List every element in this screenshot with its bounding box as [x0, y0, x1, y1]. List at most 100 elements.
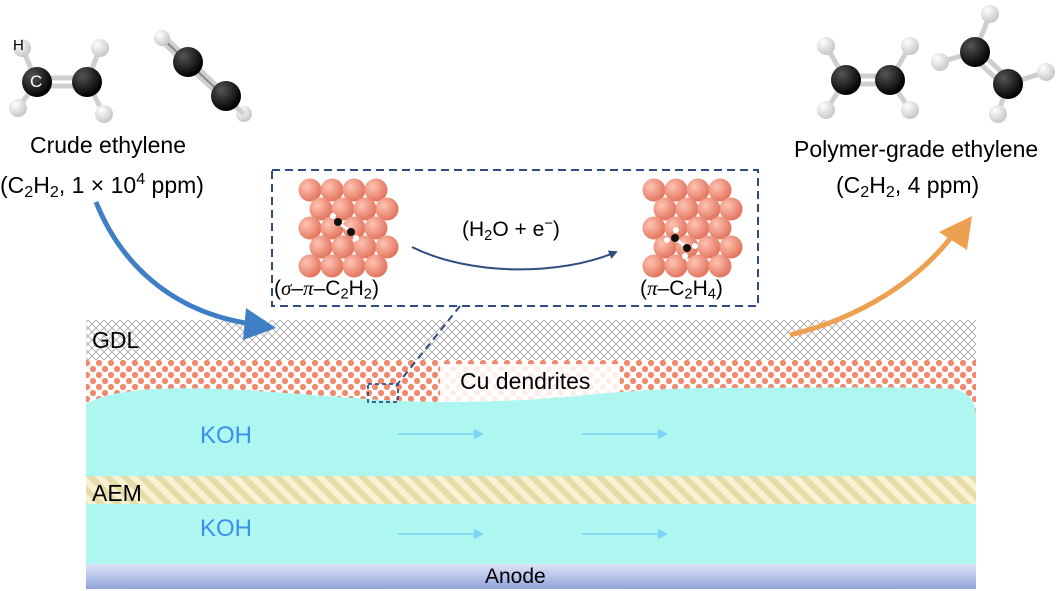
cu-dendrites-label: Cu dendrites [460, 368, 591, 394]
source-title: Crude ethylene [30, 132, 186, 158]
cu-atom [320, 178, 344, 202]
inset-right-label: (π–C2H4) [640, 276, 723, 303]
cu-atom [719, 197, 743, 221]
cu-atom [686, 254, 710, 278]
aem-layer [86, 476, 976, 504]
left-sub1: 2 [340, 286, 349, 303]
cu-atom [686, 178, 710, 202]
cu-atom [642, 254, 666, 278]
source-conc-unit: ppm) [145, 171, 204, 198]
reaction-sup: − [544, 216, 553, 232]
cu-atom [708, 216, 732, 240]
ethylene-molecule-product-1 [817, 37, 919, 119]
inlet-arrow [93, 201, 276, 340]
reaction-close: ) [552, 218, 560, 242]
left-h: H [348, 277, 364, 300]
adsorbed-c2h2 [330, 213, 359, 241]
cu-atom [664, 254, 688, 278]
cu-atom [708, 178, 732, 202]
cu-atom [664, 178, 688, 202]
anode-layer [86, 564, 976, 589]
zoom-line [395, 305, 461, 387]
gdl-label: GDL [92, 327, 140, 353]
left-dash: – [291, 277, 304, 300]
right-close: ) [715, 277, 723, 300]
right-h: H [692, 277, 708, 300]
cu-atom [342, 254, 366, 278]
right-pi: π [647, 276, 658, 300]
source-conc-sub1: 2 [24, 182, 34, 201]
reaction-sub: 2 [484, 227, 493, 244]
left-open: ( [274, 277, 281, 300]
acetylene-molecule [154, 30, 252, 122]
cu-atom [653, 197, 677, 221]
left-pi: π [303, 276, 314, 300]
cu-atom [708, 254, 732, 278]
inset-left-label: (σ–π–C2H2) [274, 276, 379, 303]
source-conc-rest: , 1 × 10 [58, 171, 137, 198]
cu-atom [309, 197, 333, 221]
koh-top-channel [86, 387, 976, 476]
anode-label: Anode [485, 565, 546, 588]
cu-atom [298, 178, 322, 202]
reaction-mid: O + e [492, 218, 545, 242]
koh-bottom-channel [86, 504, 976, 564]
atom-label-h: H [13, 37, 24, 54]
right-open: ( [640, 277, 647, 300]
cu-surface-left [298, 178, 399, 278]
cu-atom [653, 235, 677, 259]
source-conc-sub2: 2 [49, 182, 59, 201]
left-sub2: 2 [363, 286, 372, 303]
source-conc-open: (C [0, 171, 25, 198]
product-conc-open: (C [836, 172, 861, 198]
cu-atom [364, 178, 388, 202]
product-conc-sub2: 2 [885, 183, 895, 202]
cu-atom [353, 235, 377, 259]
cu-atom [375, 197, 399, 221]
cu-atom [364, 216, 388, 240]
left-close: ) [371, 277, 379, 300]
right-sub1: 2 [684, 286, 693, 303]
outlet-arrow [789, 216, 972, 338]
atom-label-c: C [30, 72, 43, 91]
cu-atom [320, 254, 344, 278]
cu-atom [375, 235, 399, 259]
reaction-arrow [411, 246, 618, 271]
product-conc-sub1: 2 [860, 183, 870, 202]
reaction-open: (H [462, 218, 485, 242]
product-title: Polymer-grade ethylene [794, 136, 1039, 162]
cu-atom [364, 254, 388, 278]
flow-arrows [398, 429, 668, 539]
aem-label: AEM [92, 480, 142, 506]
cu-atom [697, 235, 721, 259]
adsorbed-c2h4 [664, 227, 698, 259]
source-conc-exponent: 4 [136, 170, 146, 188]
cu-atom [719, 235, 743, 259]
koh-top-label: KOH [200, 422, 253, 449]
product-conc-rest: , 4 ppm) [894, 172, 980, 198]
source-concentration: (C2H2, 1 × 104 ppm) [0, 170, 204, 202]
cu-atom [342, 178, 366, 202]
right-rest: –C [657, 277, 685, 300]
left-sigma: σ [281, 276, 292, 300]
cu-atom [331, 235, 355, 259]
reaction-label: (H2O + e−) [462, 216, 560, 244]
product-concentration: (C2H2, 4 ppm) [836, 172, 979, 202]
cu-atom [642, 216, 666, 240]
right-sub2: 4 [707, 286, 716, 303]
cu-atom [298, 254, 322, 278]
gdl-layer [86, 320, 976, 360]
cu-atom [309, 235, 333, 259]
cu-surface-right [642, 178, 743, 278]
cu-atom [353, 197, 377, 221]
product-conc-h: H [869, 172, 886, 198]
cu-atom [686, 216, 710, 240]
source-conc-h: H [33, 171, 50, 198]
zoom-box [367, 383, 399, 403]
left-rest: –C [313, 277, 341, 300]
ethylene-molecule-source [9, 39, 113, 123]
cu-atom [298, 216, 322, 240]
cu-atom [697, 197, 721, 221]
